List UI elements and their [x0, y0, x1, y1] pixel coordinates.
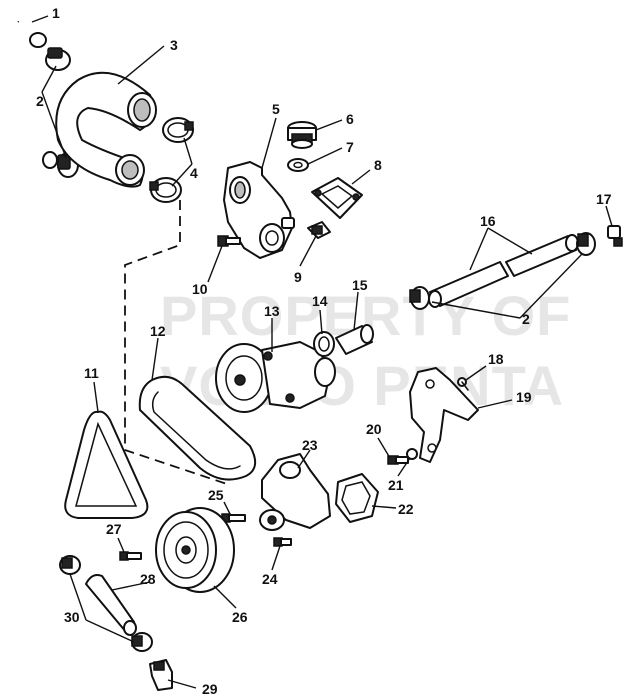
callout-30: 30	[64, 609, 80, 625]
callout-12: 12	[150, 323, 166, 339]
part-7-washer	[287, 158, 309, 172]
callout-19: 19	[516, 389, 532, 405]
part-2-clamp-bottom	[57, 152, 79, 178]
callout-13: 13	[264, 303, 280, 319]
part-22-gasket	[335, 473, 379, 523]
callout-9: 9	[294, 269, 302, 285]
part-8-gasket	[311, 177, 363, 219]
part-2-clamp-right-b	[576, 232, 596, 256]
dashed-routing-line	[124, 200, 231, 486]
part-20-bolt	[387, 455, 409, 465]
callout-27: 27	[106, 521, 122, 537]
callout-10: 10	[192, 281, 208, 297]
callout-20: 20	[366, 421, 382, 437]
callout-14: 14	[312, 293, 328, 309]
part-29-elbow-fitting	[149, 659, 173, 691]
part-10-bolt	[217, 235, 241, 247]
part-28-hose	[85, 574, 137, 636]
part-30-clamp-bottom	[131, 632, 153, 652]
part-18-screw	[457, 377, 469, 391]
callout-17: 17	[596, 191, 612, 207]
callout-29: 29	[202, 681, 218, 697]
part-12-belt	[138, 375, 257, 481]
callout-7: 7	[346, 139, 354, 155]
part-19-bracket	[409, 367, 479, 463]
callout-2-right: 2	[522, 311, 530, 327]
callout-24: 24	[262, 571, 278, 587]
callout-6: 6	[346, 111, 354, 127]
callout-18: 18	[488, 351, 504, 367]
callout-23: 23	[302, 437, 318, 453]
callout-8: 8	[374, 157, 382, 173]
part-4-clamp-top	[162, 117, 194, 143]
leader-lines	[31, 15, 613, 689]
part-3-u-hose	[55, 71, 157, 188]
part-11-belt	[64, 410, 149, 519]
part-30-clamp-top	[59, 555, 81, 575]
part-5-thermostat-housing	[223, 161, 295, 259]
callout-numbers: 1 2 3 4 5 6 7 8 9 10 11 12 13 14 15 16 1…	[36, 5, 612, 697]
part-26-pulley	[155, 507, 235, 593]
callout-5: 5	[272, 101, 280, 117]
callout-22: 22	[398, 501, 414, 517]
part-17-fitting	[607, 225, 623, 247]
part-2-clamp-top	[45, 47, 71, 71]
part-9-temperature-sender	[307, 221, 331, 239]
part-24-screw	[273, 537, 292, 547]
callout-26: 26	[232, 609, 248, 625]
part-27-bolt	[119, 551, 142, 561]
part-6-filler-cap	[287, 121, 317, 149]
callout-11: 11	[84, 365, 99, 381]
part-14-clamp	[313, 331, 335, 357]
callout-15: 15	[352, 277, 368, 293]
part-23-pump-housing	[259, 453, 331, 531]
part-15-hose	[335, 324, 374, 355]
callout-3: 3	[170, 37, 178, 53]
callout-4: 4	[190, 165, 198, 181]
part-2-clamp-right-a	[409, 286, 430, 310]
part-13-water-pump	[215, 341, 336, 413]
callout-16: 16	[480, 213, 496, 229]
part-1-hose	[8, 19, 58, 169]
callout-21: 21	[388, 477, 404, 493]
callout-2-left: 2	[36, 93, 44, 109]
callout-1: 1	[52, 5, 60, 21]
callout-28: 28	[140, 571, 156, 587]
part-21-washer	[406, 448, 418, 460]
callout-25: 25	[208, 487, 224, 503]
